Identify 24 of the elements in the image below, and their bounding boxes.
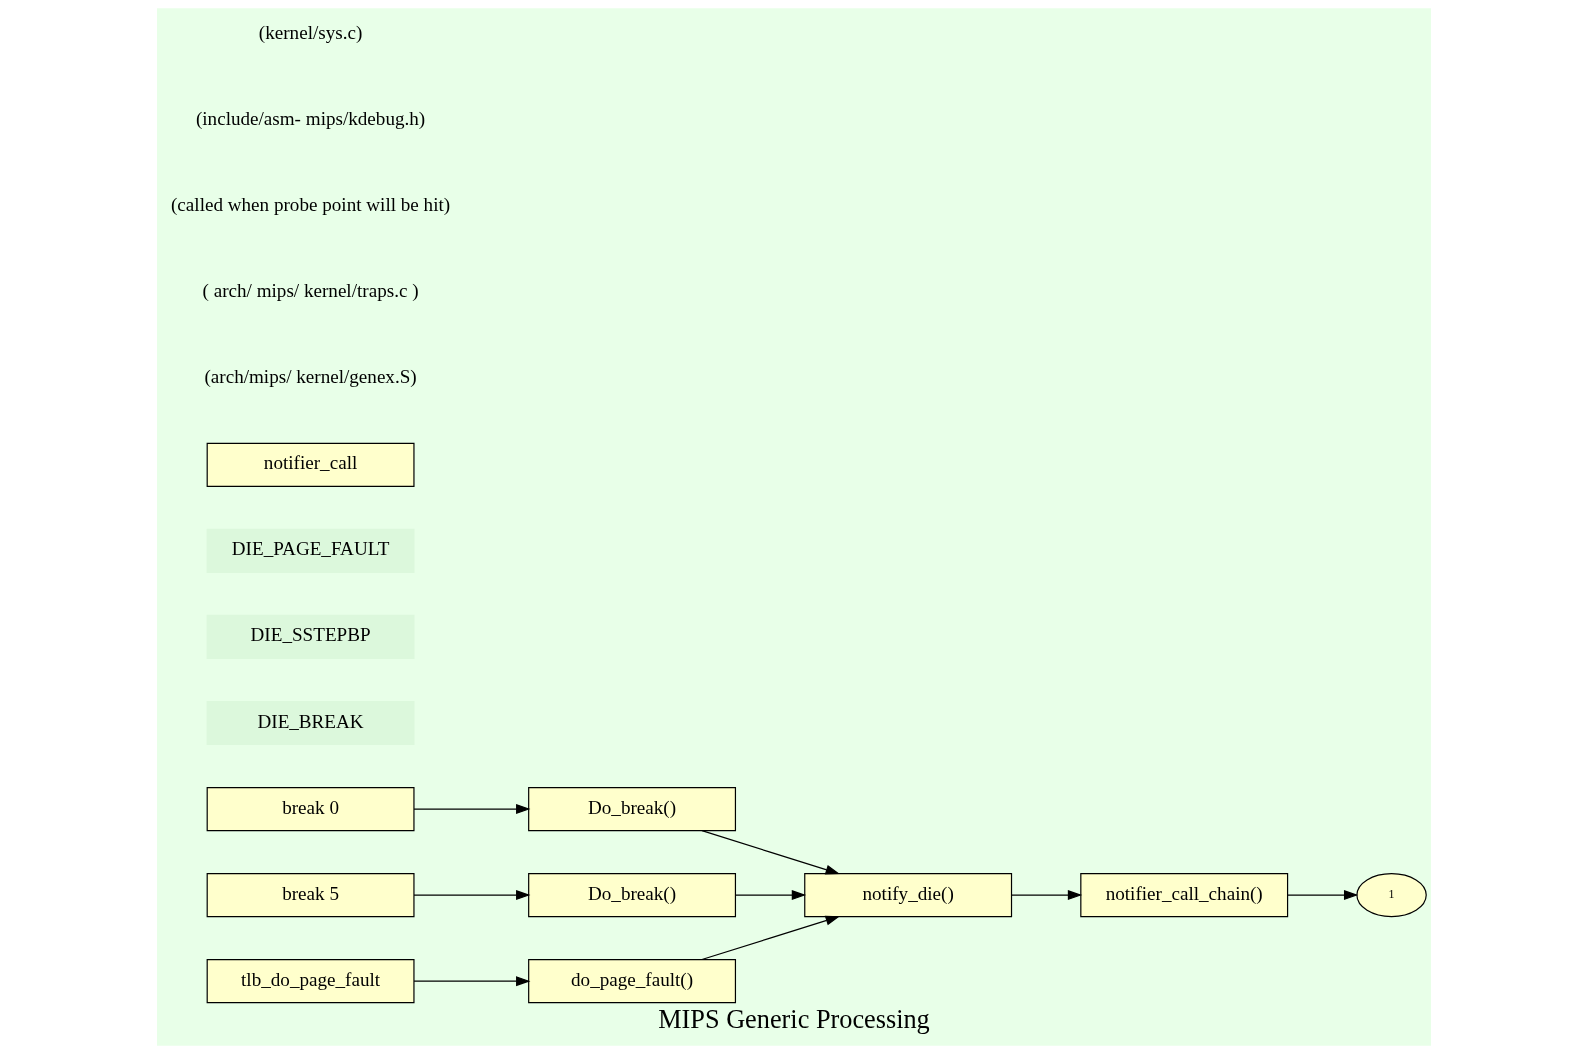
diagram-title: MIPS Generic Processing <box>658 1005 930 1035</box>
arrow <box>734 890 807 901</box>
node-box: notify_die() <box>804 873 1013 918</box>
node-box: Do_break() <box>528 786 737 832</box>
arrow <box>701 830 840 875</box>
node-box: notifier_call_chain() <box>1080 873 1289 918</box>
arrow <box>413 890 531 901</box>
arrow <box>701 915 840 961</box>
label: (called when probe point will be hit) <box>171 194 451 216</box>
arrow <box>1287 890 1359 901</box>
node-box: break 5 <box>206 873 415 918</box>
label: (kernel/sys.c) <box>258 22 363 44</box>
arrow <box>1011 890 1083 901</box>
arrow <box>413 976 531 987</box>
node-box: tlb_do_page_fault <box>206 959 415 1004</box>
label: (include/asm- mips/kdebug.h) <box>195 108 426 130</box>
label: ( arch/ mips/ kernel/traps.c ) <box>202 280 419 302</box>
node-box: do_page_fault() <box>528 959 737 1004</box>
node-box: Do_break() <box>528 873 737 918</box>
label: (arch/mips/ kernel/genex.S) <box>204 366 417 388</box>
arrow <box>413 804 531 815</box>
node-ellipse: 1 <box>1356 873 1427 918</box>
node-box: break 0 <box>206 786 415 832</box>
node-box: notifier_call <box>206 442 415 487</box>
